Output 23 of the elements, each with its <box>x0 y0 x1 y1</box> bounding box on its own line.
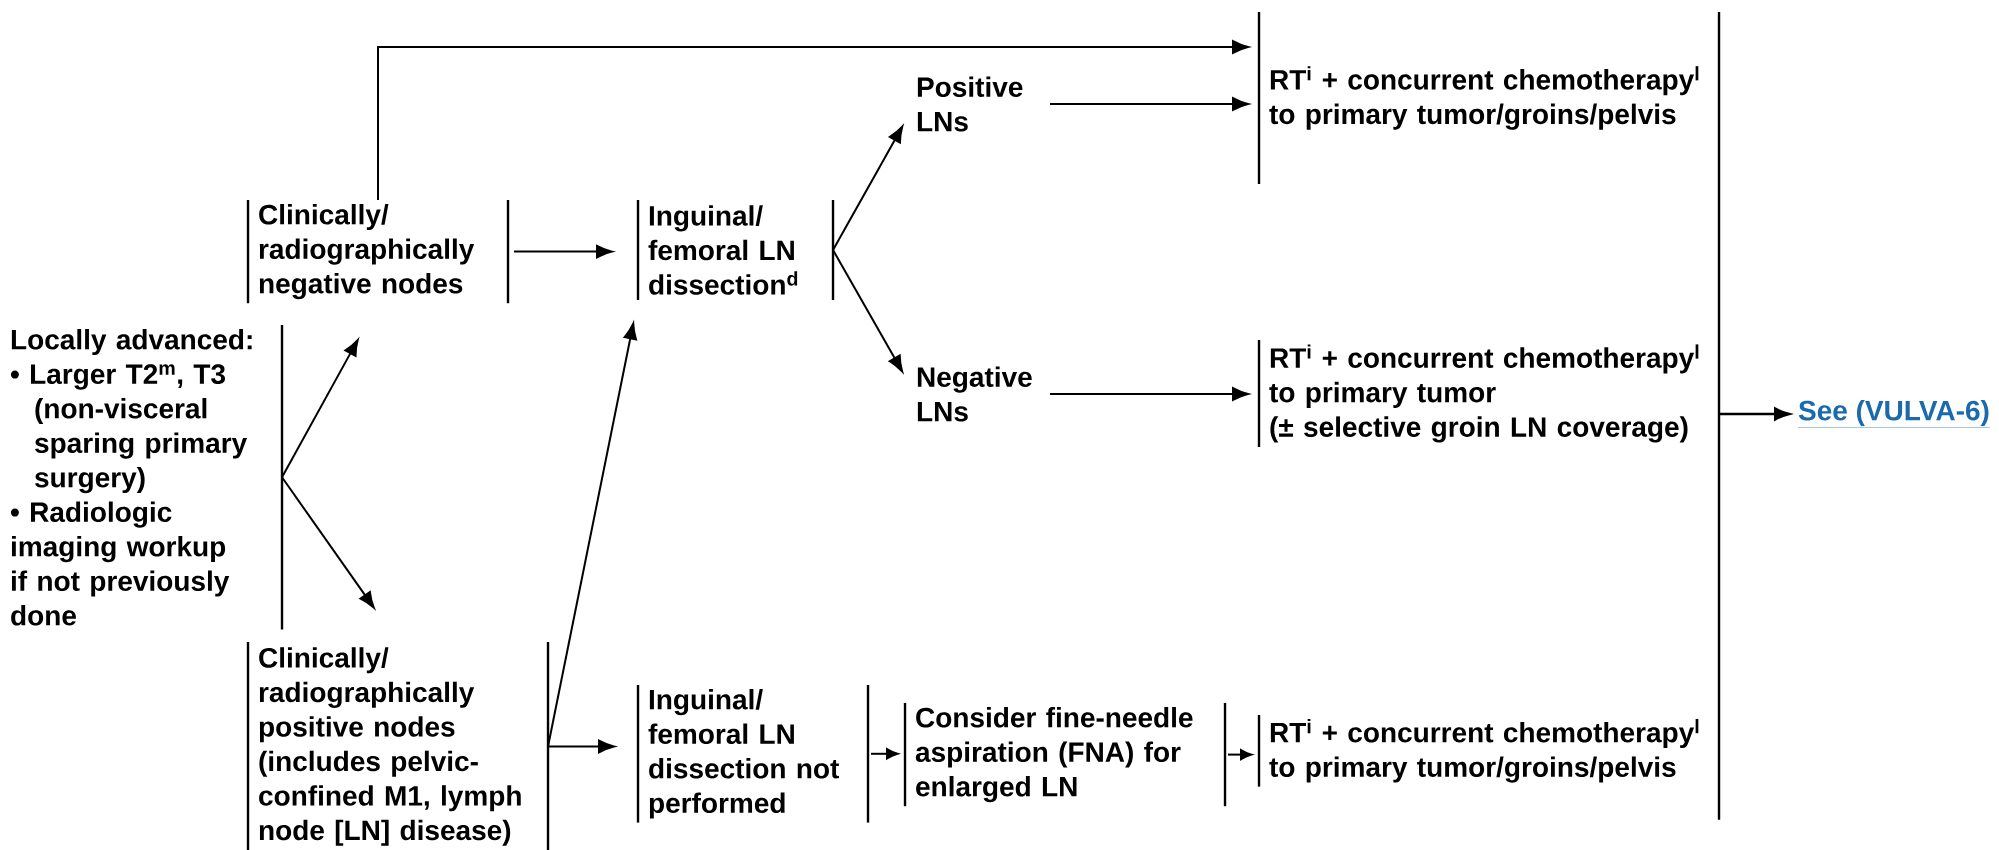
link: See (VULVA-6) <box>1797 399 1991 428</box>
arrow <box>1049 387 1249 401</box>
result-label: Positive LNs <box>917 76 1023 132</box>
arrow <box>832 125 904 251</box>
arrow <box>870 748 899 760</box>
arrow <box>1717 10 1791 821</box>
bracketed-box: Consider fine-needle aspiration (FNA) for enlarged LN <box>903 703 1227 807</box>
bracketed-box: Clinically/ radiographically positive nodes (includes pelvic-confined M1, lymph node [LN] disease) <box>246 642 550 850</box>
bracketed-box: Inguinal/ femoral LN dissection not performed <box>636 685 870 823</box>
arrow <box>1227 749 1253 761</box>
arrow <box>547 322 637 748</box>
treatment-box: RT$^{i}$ + concurrent chemotherapy$^{l}$ to primary tumor (± selective groin LN coverage) <box>1257 340 1699 447</box>
bracketed-text: Locally advanced: • Larger T2$^{m}$, T3 (non-visceral sparing primary surgery) • Radiologic imaging workup if not previously done <box>10 325 284 630</box>
treatment-box: RT$^{i}$ + concurrent chemotherapy$^{l}$ to primary tumor/groins/pelvis <box>1257 715 1699 787</box>
result-label: Negative LNs <box>917 366 1032 422</box>
bracketed-box: Inguinal/ femoral LN dissection$^{d}$ <box>636 200 835 300</box>
arrow <box>281 339 359 479</box>
arrow <box>377 40 1249 201</box>
treatment-box: RT$^{i}$ + concurrent chemotherapy$^{l}$ to primary tumor/groins/pelvis <box>1257 12 1699 184</box>
arrow <box>1049 97 1249 111</box>
arrow <box>832 249 904 373</box>
arrow <box>281 476 375 609</box>
bracketed-box: Clinically/ radiographically negative nodes <box>246 200 510 304</box>
